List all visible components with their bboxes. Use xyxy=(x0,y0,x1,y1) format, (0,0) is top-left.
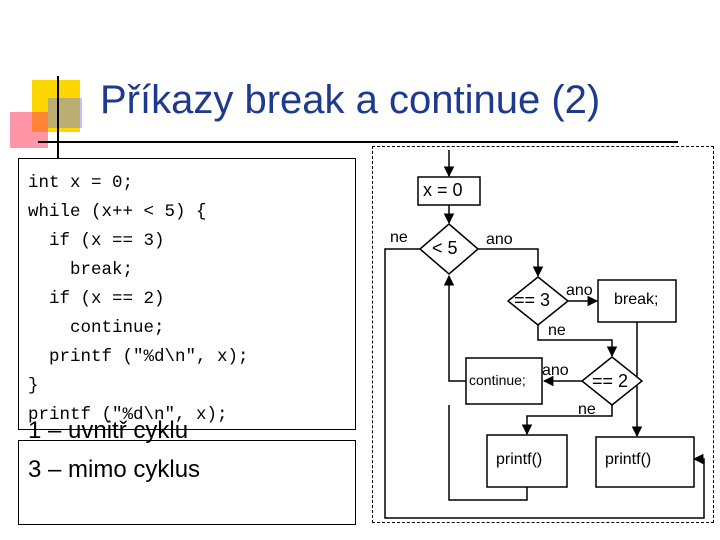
continue-box xyxy=(465,357,543,405)
title-rule xyxy=(38,141,678,143)
code-listing: int x = 0; while (x++ < 5) { if (x == 3)… xyxy=(28,173,249,425)
lt5-yes-branch xyxy=(478,248,544,278)
printf-inner-box xyxy=(486,434,568,488)
eq3-no-label: ne xyxy=(548,322,566,339)
lt5-yes-label: ano xyxy=(486,231,513,248)
break-label: break; xyxy=(614,291,659,308)
continue-back-arrow xyxy=(443,274,466,382)
eq3-no-branch xyxy=(537,325,618,358)
printf-inner-label: printf() xyxy=(496,451,543,468)
cond-lt5-diamond xyxy=(418,223,480,275)
break-box xyxy=(597,279,677,323)
eq2-no-branch xyxy=(521,405,613,436)
flowchart-panel xyxy=(372,146,714,523)
printf-outer-box xyxy=(595,436,695,488)
code-box xyxy=(18,158,356,430)
cond-eq3-label: == 3 xyxy=(514,290,551,310)
slide-title: Příkazy break a continue (2) xyxy=(100,78,601,122)
logo-decoration xyxy=(10,76,82,160)
loop-back-arrow xyxy=(448,405,528,501)
eq3-yes-label: ano xyxy=(566,282,593,299)
eq2-no-label: ne xyxy=(578,401,596,418)
note-outside-loop: 3 – mimo cyklus xyxy=(28,456,201,483)
lt5-no-branch xyxy=(384,248,705,519)
lt5-no-label: ne xyxy=(390,229,408,246)
note-inside-loop: 1 – uvnitř cyklu xyxy=(28,417,189,444)
eq2-yes-label: ano xyxy=(542,362,569,379)
printf-outer-label: printf() xyxy=(605,451,652,468)
notes-box xyxy=(18,440,356,525)
continue-label: continue; xyxy=(469,372,526,388)
init-label: x = 0 xyxy=(423,180,463,200)
cond-lt5-label: < 5 xyxy=(432,238,458,258)
cond-eq2-label: == 2 xyxy=(592,371,629,391)
logo-blue-square xyxy=(48,98,82,128)
